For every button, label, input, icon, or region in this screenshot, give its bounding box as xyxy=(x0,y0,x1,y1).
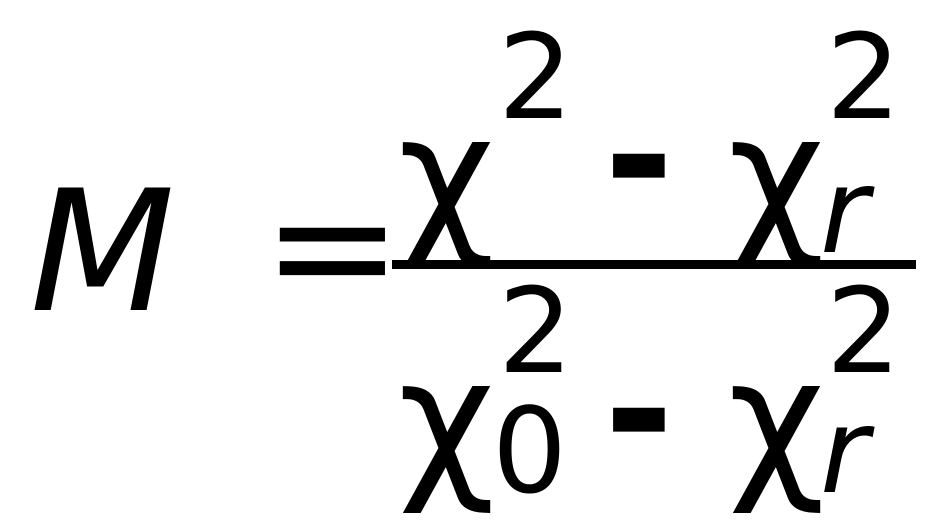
denominator-term2-base: χ xyxy=(728,322,826,518)
numerator-term1-base: χ xyxy=(398,78,496,274)
denominator-term2-subscript: r xyxy=(820,382,869,520)
numerator-term1-superscript: 2 xyxy=(498,8,574,146)
denominator-minus-sign: - xyxy=(604,312,674,508)
denominator-term2-superscript: 2 xyxy=(826,262,902,400)
equals-sign: = xyxy=(262,148,403,344)
denominator-term1-base: χ xyxy=(398,322,496,518)
denominator-term1-superscript: 2 xyxy=(498,262,574,400)
lhs-variable: M xyxy=(30,154,175,350)
fraction-bar xyxy=(392,260,916,269)
numerator-minus-sign: - xyxy=(604,58,674,254)
numerator-term2-base: χ xyxy=(728,78,826,274)
denominator-term1-subscript: 0 xyxy=(492,382,568,520)
numerator-term2-superscript: 2 xyxy=(826,8,902,146)
numerator-term2-subscript: r xyxy=(820,142,869,280)
